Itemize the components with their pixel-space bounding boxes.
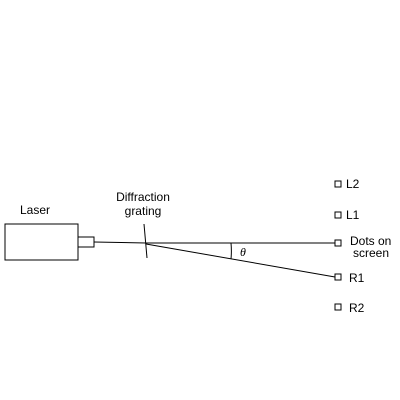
- laser-body: [4, 223, 79, 261]
- laser-nozzle: [77, 236, 95, 248]
- label-center-line1: Dots on: [350, 234, 391, 248]
- grating-label-line1: Diffraction: [116, 190, 170, 204]
- first-order-beam: [145, 243, 336, 278]
- laser-label: Laser: [20, 203, 50, 217]
- label-r2: R2: [349, 301, 365, 315]
- label-r1: R1: [349, 271, 365, 285]
- dot-r2: [334, 303, 342, 311]
- incident-beam: [93, 241, 147, 244]
- dot-r1: [334, 273, 342, 281]
- label-center-line2: screen: [353, 246, 389, 260]
- angle-label: θ: [240, 245, 246, 259]
- label-l2: L2: [346, 177, 360, 191]
- dot-l2: [334, 180, 342, 188]
- diffraction-grating: [143, 223, 148, 259]
- dot-center: [334, 239, 342, 247]
- dot-l1: [334, 211, 342, 219]
- grating-label-line2: grating: [125, 204, 162, 218]
- label-l1: L1: [346, 208, 360, 222]
